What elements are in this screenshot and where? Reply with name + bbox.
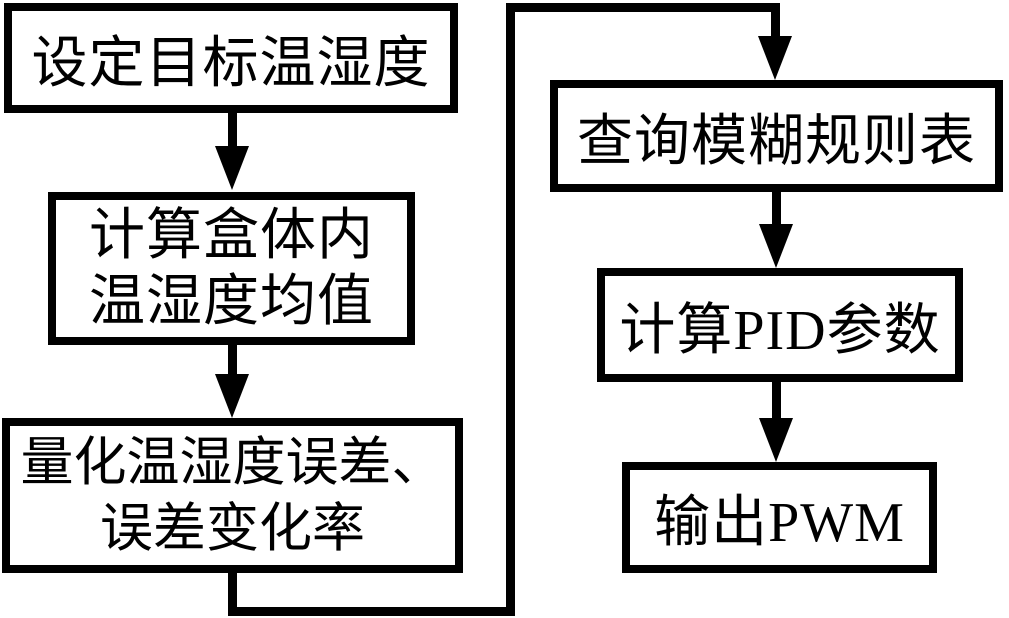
connector-quant-to-fuzzy-seg-right-bottom — [228, 607, 515, 616]
node-set-target-temp-humidity: 设定目标温湿度 — [4, 3, 458, 113]
node-label: 量化温湿度误差、 误差变化率 — [20, 433, 445, 558]
arrow-set-to-avg-head — [215, 146, 249, 190]
connector-quant-to-fuzzy-seg-down — [228, 571, 237, 616]
arrow-avg-to-quant-stem — [228, 343, 237, 381]
node-compute-pid-params: 计算PID参数 — [597, 268, 963, 382]
arrow-fuzzy-to-pid-stem — [772, 190, 781, 232]
connector-quant-to-fuzzy-seg-right-top — [506, 3, 780, 12]
node-label: 输出PWM — [654, 492, 905, 554]
node-quantize-error: 量化温湿度误差、 误差变化率 — [2, 418, 463, 573]
node-query-fuzzy-rule-table: 查询模糊规则表 — [550, 80, 1003, 192]
arrow-fuzzy-to-pid-head — [759, 224, 793, 268]
node-output-pwm: 输出PWM — [622, 462, 937, 573]
node-label: 计算PID参数 — [619, 299, 941, 362]
arrow-quant-to-fuzzy-stem — [771, 3, 780, 47]
connector-quant-to-fuzzy-seg-up — [506, 3, 515, 616]
arrow-avg-to-quant-head — [215, 374, 249, 418]
node-label: 查询模糊规则表 — [577, 110, 976, 173]
node-label: 设定目标温湿度 — [31, 32, 431, 95]
arrow-pid-to-pwm-head — [759, 418, 793, 462]
arrow-set-to-avg-stem — [228, 111, 237, 151]
node-compute-box-average: 计算盒体内 温湿度均值 — [48, 192, 415, 345]
node-label: 计算盒体内 温湿度均值 — [89, 204, 374, 333]
arrow-quant-to-fuzzy-head — [758, 36, 792, 80]
arrow-pid-to-pwm-stem — [772, 380, 781, 422]
